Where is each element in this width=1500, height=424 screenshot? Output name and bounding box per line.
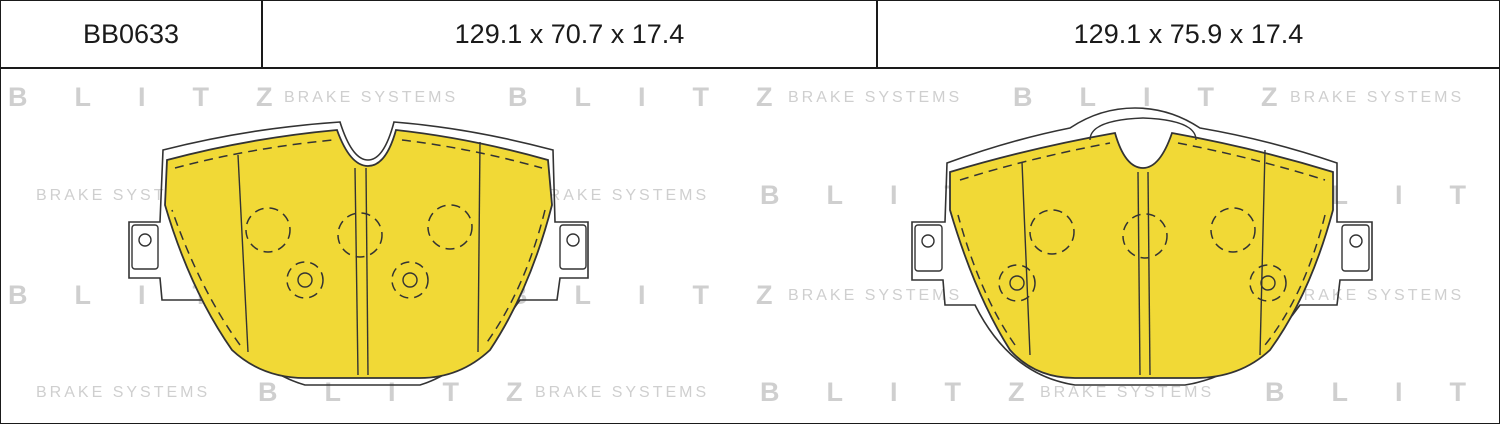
right-pad-slot [1021,161,1031,356]
right-pad-friction-material [949,131,1334,379]
right-pad-pin-circle [1210,207,1256,253]
watermark-tagline: BRAKE SYSTEMS [535,187,709,204]
watermark-brand: BLITZ [1265,377,1500,407]
watermark-tagline: BRAKE SYSTEMS [535,384,709,401]
right-pad-ear-hole-icon [1349,234,1363,248]
right-pad-ear-left [914,224,943,272]
watermark-brand: BLITZ [1013,82,1324,112]
brake-pad-drawing: BLITZ BRAKE SYSTEMS BLITZ BRAKE SYSTEMS … [8,82,1500,407]
left-pad-slot [365,167,369,376]
right-pad-ear-right [1341,224,1370,272]
watermark-brand: BLITZ [760,377,1071,407]
watermark-tagline: BRAKE SYSTEMS [1040,384,1214,401]
left-pad-ear-left [131,224,159,270]
right-pad-sensor-clip [1089,117,1197,141]
right-pad-slot [1147,171,1151,376]
right-pad-pin-icon [1260,275,1276,291]
left-pad-ear-hole-icon [566,233,580,247]
right-pad-inner-contour [957,142,1326,346]
right-pad-pin-circle [998,264,1036,302]
part-code: BB0633 [1,1,263,67]
left-pad-pin-circle [427,204,473,250]
left-pad-inner-contour [171,139,546,346]
watermark-tagline: BRAKE SYSTEMS [284,89,458,106]
right-pad-slot [1137,171,1141,376]
left-pad-friction-material [164,129,553,379]
spec-header: BB0633 129.1 x 70.7 x 17.4 129.1 x 75.9 … [1,1,1499,69]
left-pad-ear-right [559,224,587,270]
left-pad-slot [237,154,249,353]
dimensions-left-pad: 129.1 x 70.7 x 17.4 [263,1,878,67]
left-pad-pin-circle [245,207,291,253]
left-pad-pin-icon [297,272,313,288]
watermark-tagline: BRAKE SYSTEMS [36,384,210,401]
left-pad-slot [477,141,481,353]
watermark-tagline: BRAKE SYSTEMS [788,89,962,106]
right-brake-pad [911,107,1373,386]
watermark-brand: BLITZ [508,280,819,310]
right-pad-pin-icon [1009,275,1025,291]
watermark-tagline: BRAKE SYSTEMS [1290,89,1464,106]
watermark-tagline: BRAKE SYSTEMS [1290,287,1464,304]
watermark-brand: BLITZ [258,377,569,407]
left-pad-ear-hole-icon [138,233,152,247]
left-pad-pin-circle [286,261,324,299]
left-pad-pin-circle [391,261,429,299]
watermark-tagline: BRAKE SYSTEMS [788,287,962,304]
right-pad-backing-plate [911,107,1373,386]
watermark-brand: BLITZ [8,82,319,112]
left-pad-pin-icon [402,272,418,288]
left-brake-pad [128,121,589,386]
right-pad-pin-circle [1122,213,1168,259]
right-pad-pin-circle [1249,264,1287,302]
right-pad-ear-hole-icon [921,234,935,248]
right-pad-slot [1259,149,1266,356]
right-pad-pin-circle [1029,209,1075,255]
dimensions-right-pad: 129.1 x 75.9 x 17.4 [1073,18,1304,49]
left-pad-slot [354,167,359,376]
watermark-brand: BLITZ [508,82,819,112]
left-pad-pin-circle [337,212,383,258]
